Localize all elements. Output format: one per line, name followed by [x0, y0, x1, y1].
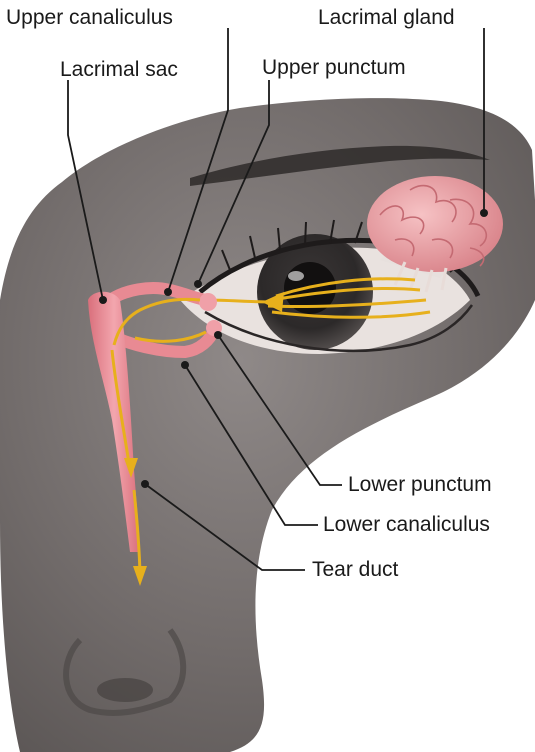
label-lower-punctum: Lower punctum [348, 473, 492, 497]
label-tear-duct: Tear duct [312, 558, 398, 582]
label-upper-punctum: Upper punctum [262, 56, 406, 80]
label-lower-canaliculus: Lower canaliculus [323, 513, 490, 537]
label-lacrimal-gland: Lacrimal gland [318, 6, 455, 30]
label-lacrimal-sac: Lacrimal sac [60, 58, 178, 82]
label-upper-canaliculus: Upper canaliculus [6, 6, 173, 30]
